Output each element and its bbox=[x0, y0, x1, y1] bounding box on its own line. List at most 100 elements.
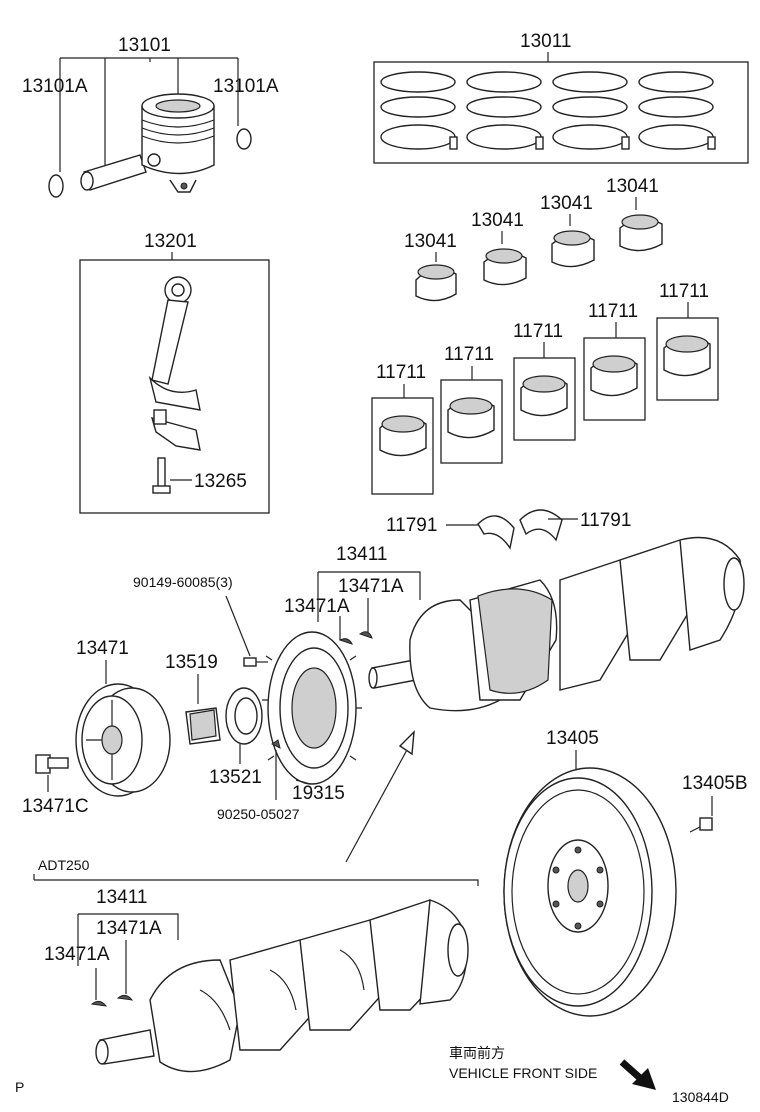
woodruff-keys-lower bbox=[90, 994, 134, 1007]
pulley-bolt bbox=[35, 754, 69, 774]
vehicle-front-en: VEHICLE FRONT SIDE bbox=[449, 1065, 597, 1081]
thrust-washer-left bbox=[477, 515, 515, 550]
label-13471A-c[interactable]: 13471A bbox=[96, 918, 162, 939]
label-13405B[interactable]: 13405B bbox=[682, 773, 748, 794]
crank-pulley bbox=[75, 683, 171, 797]
main-bearing-1 bbox=[379, 415, 427, 457]
leader-13101 bbox=[59, 57, 239, 165]
crankshaft-upper: 13411 13471A 13471A bbox=[284, 536, 745, 712]
label-13521[interactable]: 13521 bbox=[209, 767, 262, 788]
variant-arrow bbox=[345, 730, 415, 863]
flywheel-bolt bbox=[689, 817, 713, 833]
leader-13411 bbox=[317, 571, 421, 640]
main-bearing-frame-1 bbox=[371, 397, 434, 495]
ring-stack-1 bbox=[380, 71, 458, 150]
label-19315[interactable]: 19315 bbox=[292, 783, 345, 804]
main-bearing-3 bbox=[520, 375, 568, 417]
label-13041-c[interactable]: 13041 bbox=[540, 193, 593, 214]
main-bearing-frame-3 bbox=[513, 357, 576, 441]
vehicle-front-jp: 車両前方 bbox=[449, 1045, 505, 1061]
label-11711-e[interactable]: 11711 bbox=[659, 281, 709, 302]
main-bearing-frame-5 bbox=[656, 317, 719, 401]
connecting-rod bbox=[148, 276, 201, 451]
leader-13411-b bbox=[77, 913, 179, 1000]
oil-pump-gear bbox=[185, 707, 221, 745]
label-13101A-right[interactable]: 13101A bbox=[213, 76, 279, 97]
label-13041-d[interactable]: 13041 bbox=[606, 176, 659, 197]
label-13041-a[interactable]: 13041 bbox=[404, 231, 457, 252]
label-13471C[interactable]: 13471C bbox=[22, 796, 89, 817]
page-mark: P bbox=[15, 1079, 24, 1095]
main-bearing-frame-4 bbox=[583, 337, 646, 421]
label-13101[interactable]: 13101 bbox=[118, 35, 171, 56]
snap-ring-right bbox=[236, 128, 252, 150]
label-13411[interactable]: 13411 bbox=[336, 544, 387, 565]
leader-13101A bbox=[59, 100, 239, 172]
main-bearing-2 bbox=[447, 397, 495, 439]
label-13471[interactable]: 13471 bbox=[76, 638, 129, 659]
snap-ring-left bbox=[48, 174, 64, 198]
label-11711-d[interactable]: 11711 bbox=[588, 301, 638, 322]
crank-position-rotor bbox=[262, 631, 362, 785]
piston-pin bbox=[80, 154, 147, 191]
rod-bearing-3 bbox=[551, 230, 595, 268]
label-13405[interactable]: 13405 bbox=[546, 728, 599, 749]
rod-bearing-2 bbox=[483, 248, 527, 286]
piston-group: 13101 13101A 13101A bbox=[22, 35, 279, 198]
flywheel-group: 13405 13405B bbox=[503, 728, 748, 1017]
diagram-number: 130844D bbox=[672, 1089, 729, 1105]
label-13101A-left[interactable]: 13101A bbox=[22, 76, 88, 97]
thrust-washer-right bbox=[519, 509, 563, 542]
crank-sprocket-small bbox=[225, 687, 263, 745]
label-13201[interactable]: 13201 bbox=[144, 231, 197, 252]
leader-90149 bbox=[225, 595, 251, 657]
label-variant-adt250[interactable]: ADT250 bbox=[38, 857, 90, 873]
main-bearing-4 bbox=[590, 355, 638, 397]
rod-bearing-1 bbox=[415, 264, 457, 302]
label-90250-05027[interactable]: 90250-05027 bbox=[217, 806, 300, 822]
flywheel bbox=[503, 767, 677, 1017]
ring-stack-2 bbox=[466, 71, 544, 150]
connecting-rod-frame bbox=[79, 259, 270, 514]
leader-13041 bbox=[435, 197, 637, 262]
main-bearings: 11711 11711 11711 11711 11711 bbox=[371, 281, 719, 495]
label-13471A-d[interactable]: 13471A bbox=[44, 944, 110, 965]
main-bearing-frame-2 bbox=[440, 379, 503, 464]
ring-set: 13011 bbox=[373, 31, 749, 164]
piston bbox=[141, 93, 215, 193]
crankshaft-body bbox=[368, 536, 745, 712]
ring-set-frame bbox=[373, 61, 749, 164]
woodruff-keys-upper bbox=[338, 631, 373, 645]
main-bearing-5 bbox=[663, 335, 711, 377]
label-13519[interactable]: 13519 bbox=[165, 652, 218, 673]
ring-stack-4 bbox=[638, 71, 716, 150]
arrow-down-right-icon bbox=[619, 1059, 656, 1090]
leader-19315 bbox=[295, 779, 311, 785]
label-11791-left[interactable]: 11791 bbox=[386, 515, 437, 536]
ring-stack-3 bbox=[552, 71, 630, 150]
leader-11711 bbox=[403, 302, 689, 398]
label-11711-c[interactable]: 11711 bbox=[513, 321, 563, 342]
label-13411-b[interactable]: 13411 bbox=[96, 887, 147, 908]
rod-bearing-4 bbox=[619, 214, 663, 252]
label-13011[interactable]: 13011 bbox=[520, 31, 571, 52]
connecting-rod-group: 13201 13265 bbox=[79, 231, 270, 514]
label-13471A-b[interactable]: 13471A bbox=[284, 596, 350, 617]
label-13471A-a[interactable]: 13471A bbox=[338, 576, 404, 597]
pin-90250 bbox=[271, 739, 281, 749]
label-13041-b[interactable]: 13041 bbox=[471, 210, 524, 231]
variant-divider bbox=[33, 874, 479, 886]
label-90149-60085[interactable]: 90149-60085(3) bbox=[133, 574, 233, 590]
label-13265[interactable]: 13265 bbox=[194, 471, 247, 492]
label-11711-a[interactable]: 11711 bbox=[376, 362, 426, 383]
thrust-washers: 11791 11791 bbox=[386, 509, 631, 550]
variant-adt250: ADT250 13411 13471A 13471A bbox=[33, 857, 479, 1073]
label-11711-b[interactable]: 11711 bbox=[444, 344, 494, 365]
front-parts: 90149-60085(3) 13471 13471C 13519 bbox=[22, 574, 362, 822]
rod-bolt bbox=[152, 457, 171, 494]
crankshaft-lower bbox=[95, 899, 469, 1073]
footer: 車両前方 VEHICLE FRONT SIDE P 130844D bbox=[15, 1045, 729, 1105]
rod-bearings: 13041 13041 13041 13041 bbox=[404, 176, 663, 302]
label-11791-right[interactable]: 11791 bbox=[580, 510, 631, 531]
